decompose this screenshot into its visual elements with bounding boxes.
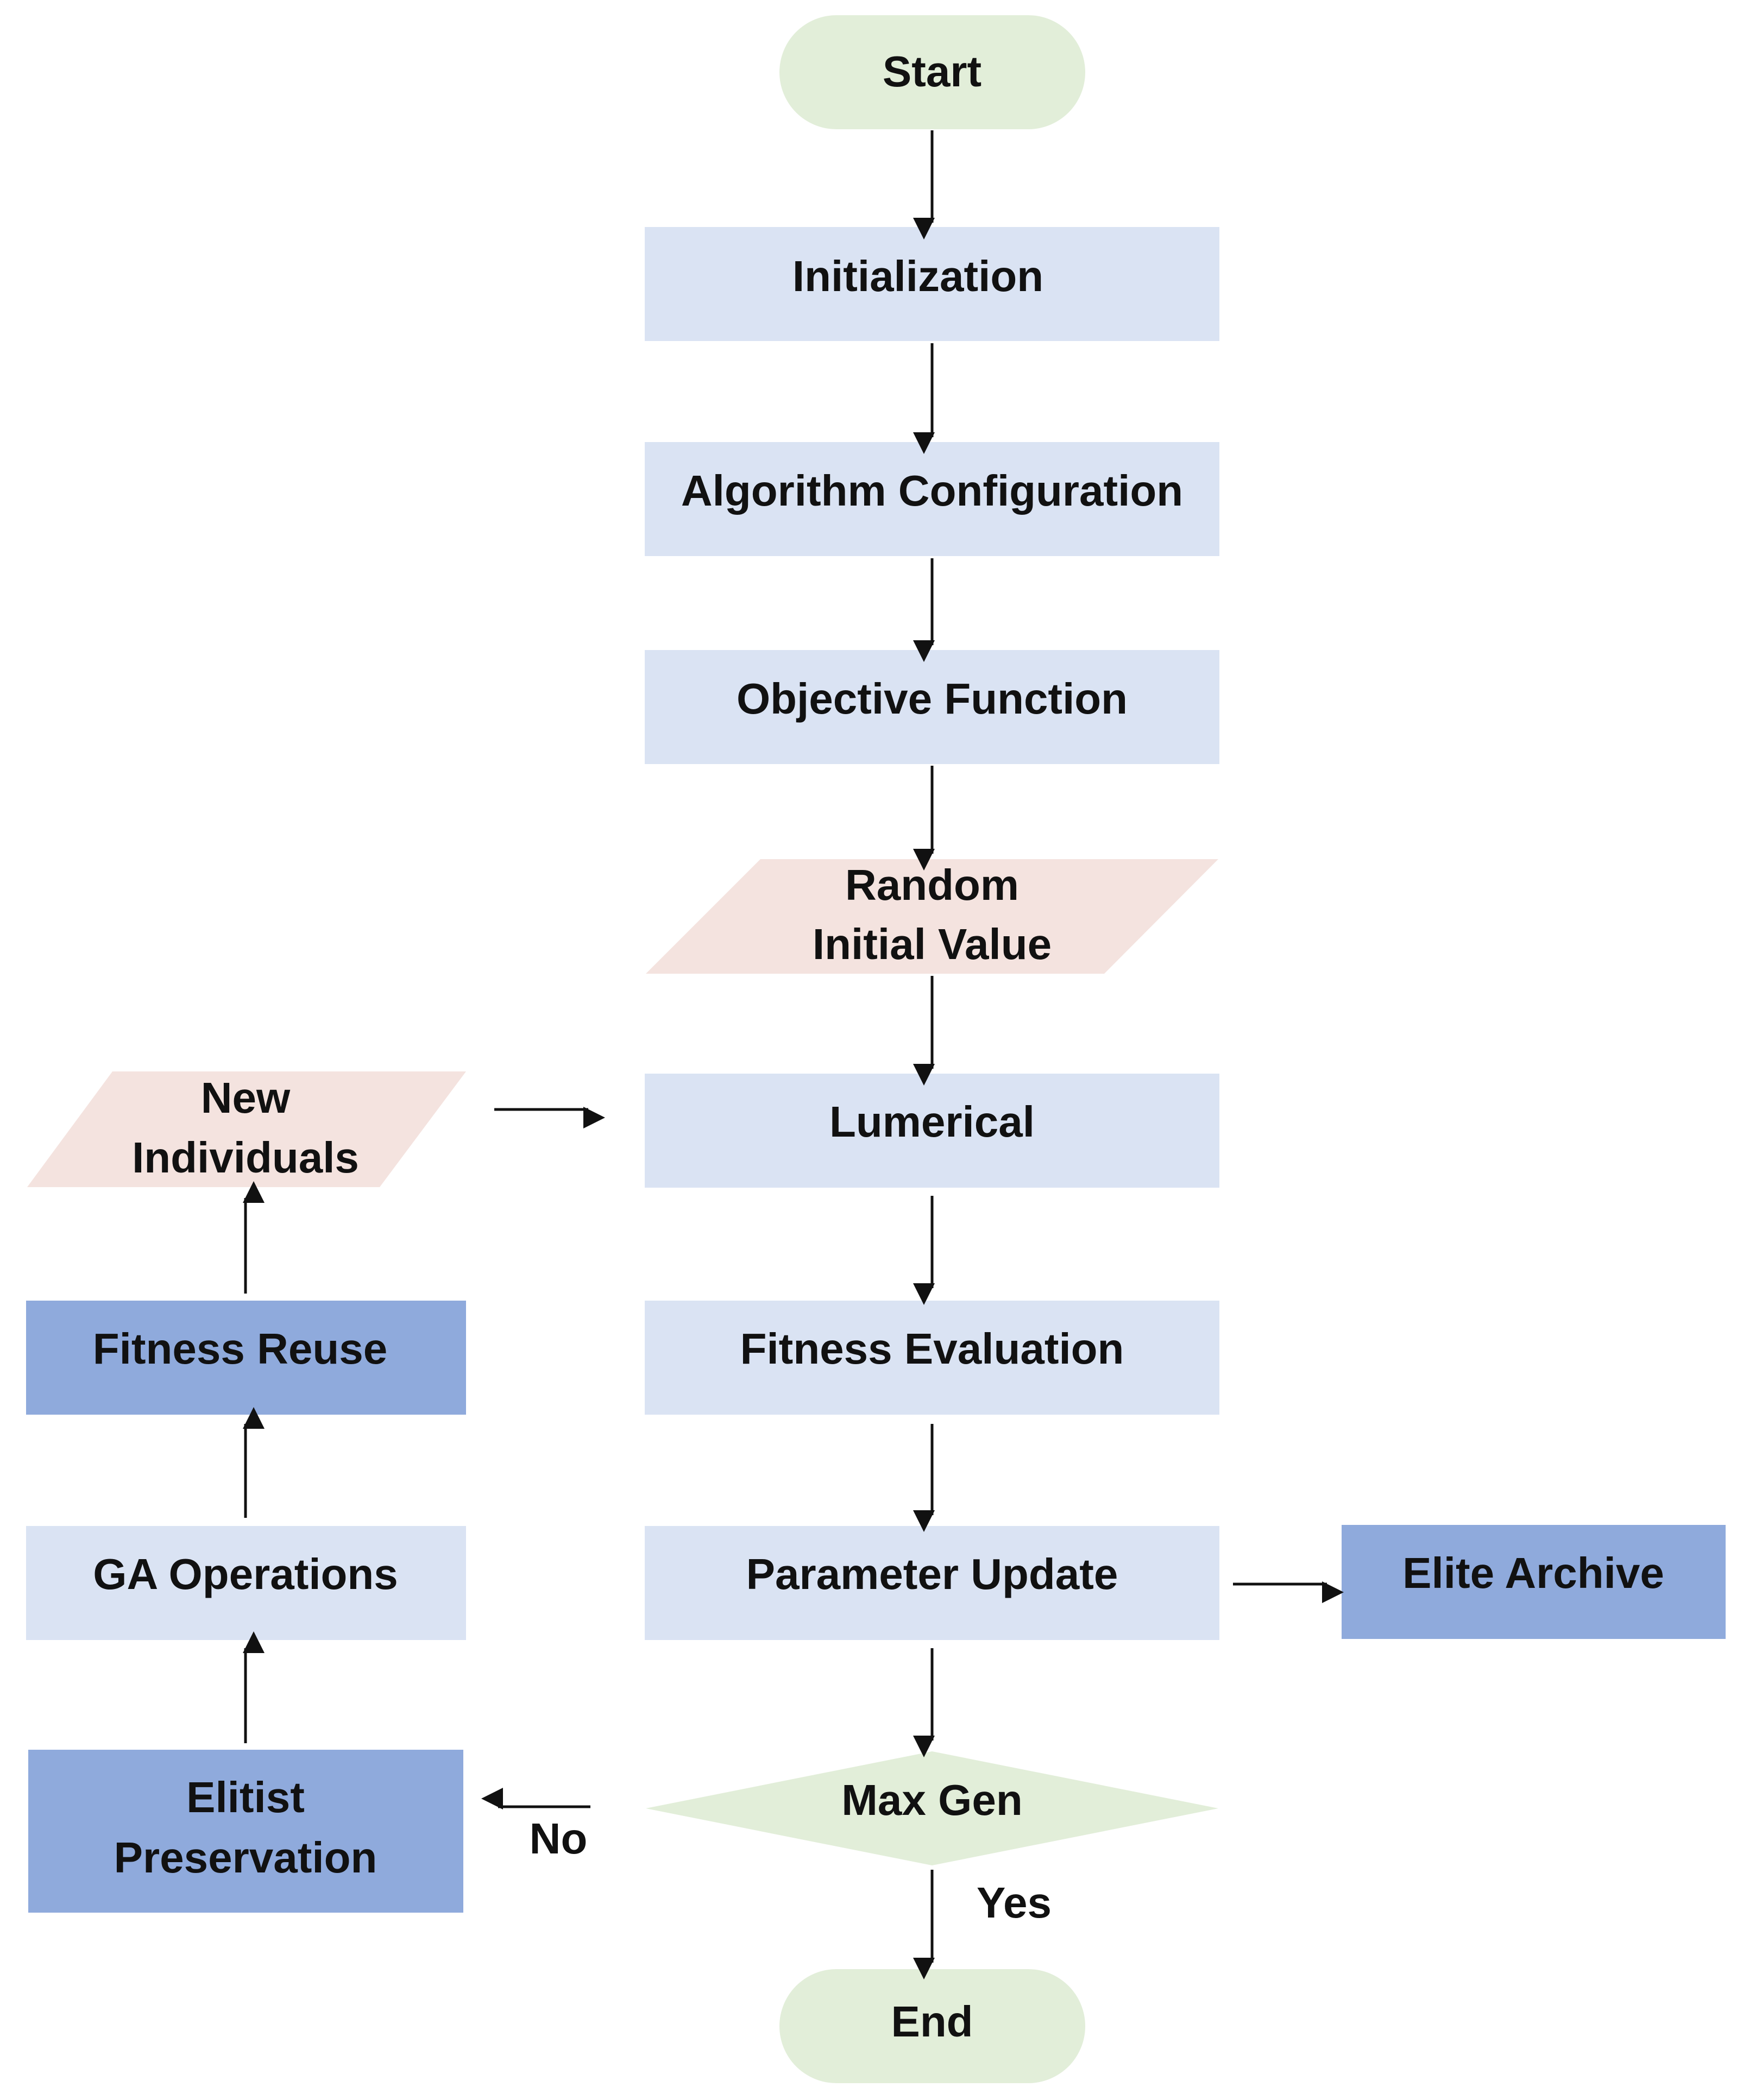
max-gen-shape: [646, 1751, 1218, 1865]
objective-function-label: Objective Function: [737, 674, 1128, 723]
random-initial-value-label-line1: Random: [845, 861, 1019, 909]
end-shape: [779, 1969, 1085, 2083]
elitist-preservation-node: Elitist Preservation: [28, 1750, 463, 1913]
edge-label-yes: Yes: [977, 1878, 1052, 1927]
lumerical-node: Lumerical: [645, 1074, 1219, 1188]
ga-operations-node: GA Operations: [26, 1526, 466, 1640]
start-shape: [779, 15, 1085, 129]
algorithm-configuration-label: Algorithm Configuration: [681, 466, 1183, 515]
elitist-preservation-label-line1: Elitist: [186, 1773, 305, 1821]
initialization-node: Initialization: [645, 227, 1219, 341]
random-initial-value-shape: [646, 859, 1218, 974]
parameter-update-node: Parameter Update: [645, 1526, 1219, 1640]
elitist-preservation-shape: [28, 1750, 463, 1913]
new-individuals-shape: [27, 1071, 466, 1187]
new-individuals-node: New Individuals: [27, 1071, 466, 1187]
random-initial-value-node: Random Initial Value: [646, 859, 1218, 974]
new-individuals-label-line1: New: [201, 1074, 291, 1122]
fitness-evaluation-shape: [645, 1301, 1219, 1415]
start-label: Start: [883, 47, 981, 96]
fitness-evaluation-node: Fitness Evaluation: [645, 1301, 1219, 1415]
lumerical-shape: [645, 1074, 1219, 1188]
objective-function-node: Objective Function: [645, 650, 1219, 764]
initialization-shape: [645, 227, 1219, 341]
algorithm-configuration-shape: [645, 442, 1219, 556]
initialization-label: Initialization: [792, 252, 1043, 300]
lumerical-label: Lumerical: [829, 1098, 1035, 1146]
parameter-update-shape: [645, 1526, 1219, 1640]
fitness-reuse-label: Fitness Reuse: [93, 1325, 387, 1373]
random-initial-value-label-line2: Initial Value: [813, 920, 1052, 968]
max-gen-label: Max Gen: [841, 1776, 1022, 1824]
max-gen-node: Max Gen: [646, 1751, 1218, 1865]
objective-function-shape: [645, 650, 1219, 764]
start-node: Start: [779, 15, 1085, 129]
algorithm-configuration-node: Algorithm Configuration: [645, 442, 1219, 556]
elite-archive-label: Elite Archive: [1402, 1549, 1664, 1597]
elitist-preservation-label-line2: Preservation: [114, 1833, 377, 1882]
parameter-update-label: Parameter Update: [746, 1550, 1118, 1598]
fitness-evaluation-label: Fitness Evaluation: [740, 1325, 1124, 1373]
elite-archive-shape: [1342, 1525, 1726, 1639]
fitness-reuse-shape: [26, 1301, 466, 1415]
elite-archive-node: Elite Archive: [1342, 1525, 1726, 1639]
end-node: End: [779, 1969, 1085, 2083]
new-individuals-label-line2: Individuals: [132, 1133, 359, 1182]
edge-label-no: No: [530, 1814, 588, 1863]
fitness-reuse-node: Fitness Reuse: [26, 1301, 466, 1415]
ga-operations-shape: [26, 1526, 466, 1640]
end-label: End: [891, 1997, 973, 2046]
ga-operations-label: GA Operations: [93, 1550, 398, 1598]
